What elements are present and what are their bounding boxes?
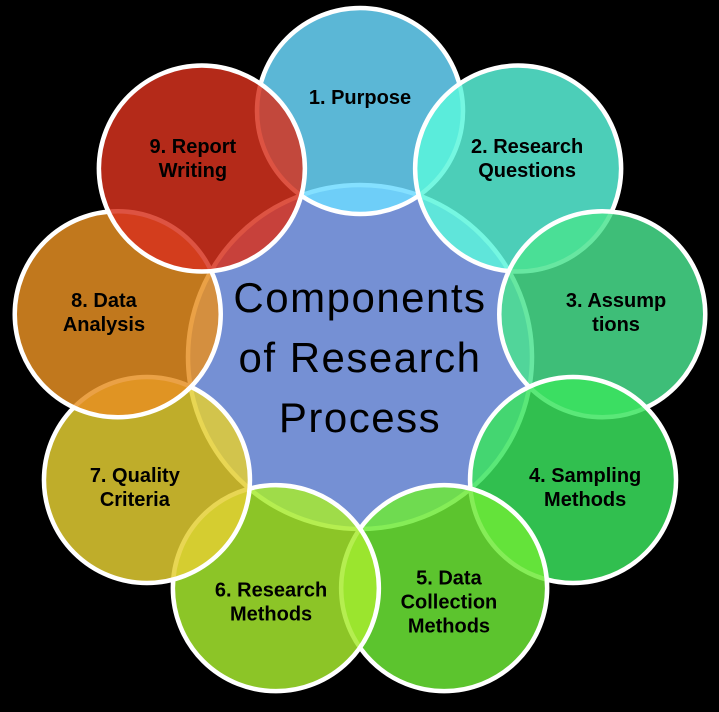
label-purpose: 1. Purpose (309, 87, 411, 109)
circles-layer (12, 5, 708, 694)
circle-report-writing (96, 63, 308, 274)
